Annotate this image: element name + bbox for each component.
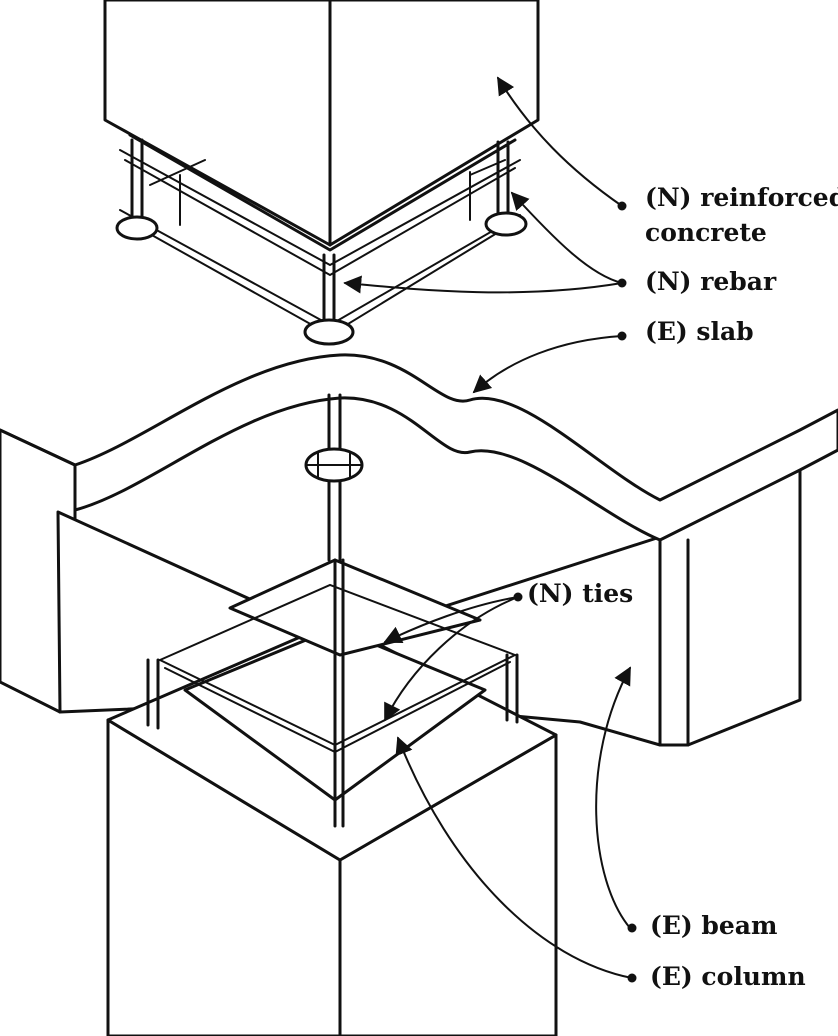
leader-slab [472, 335, 623, 394]
existing-column [106, 620, 558, 1036]
labels: (N) reinforced concrete (N) rebar (E) sl… [527, 183, 838, 991]
leader-reinforced-concrete [497, 76, 623, 207]
leader-ties-lower [384, 596, 519, 722]
existing-slab [0, 353, 838, 542]
leader-column [395, 736, 633, 979]
label-rebar: (N) rebar [645, 267, 777, 296]
label-column: (E) column [650, 962, 806, 991]
new-column [103, 0, 540, 252]
new-rebar-cage [115, 138, 528, 346]
label-beam: (E) beam [650, 911, 777, 940]
label-slab: (E) slab [645, 317, 754, 346]
label-reinforced-concrete-line1: (N) reinforced [645, 183, 838, 212]
leader-lines [343, 76, 633, 979]
label-dots [513, 201, 637, 983]
leader-beam [595, 666, 631, 929]
new-ties [146, 558, 519, 828]
label-reinforced-concrete-line2: concrete [645, 218, 767, 247]
label-ties: (N) ties [527, 579, 633, 608]
leader-ties-upper [383, 596, 519, 644]
leader-rebar-right [510, 191, 623, 284]
rebar-coupler [304, 393, 364, 562]
leader-rebar-center [343, 275, 623, 294]
